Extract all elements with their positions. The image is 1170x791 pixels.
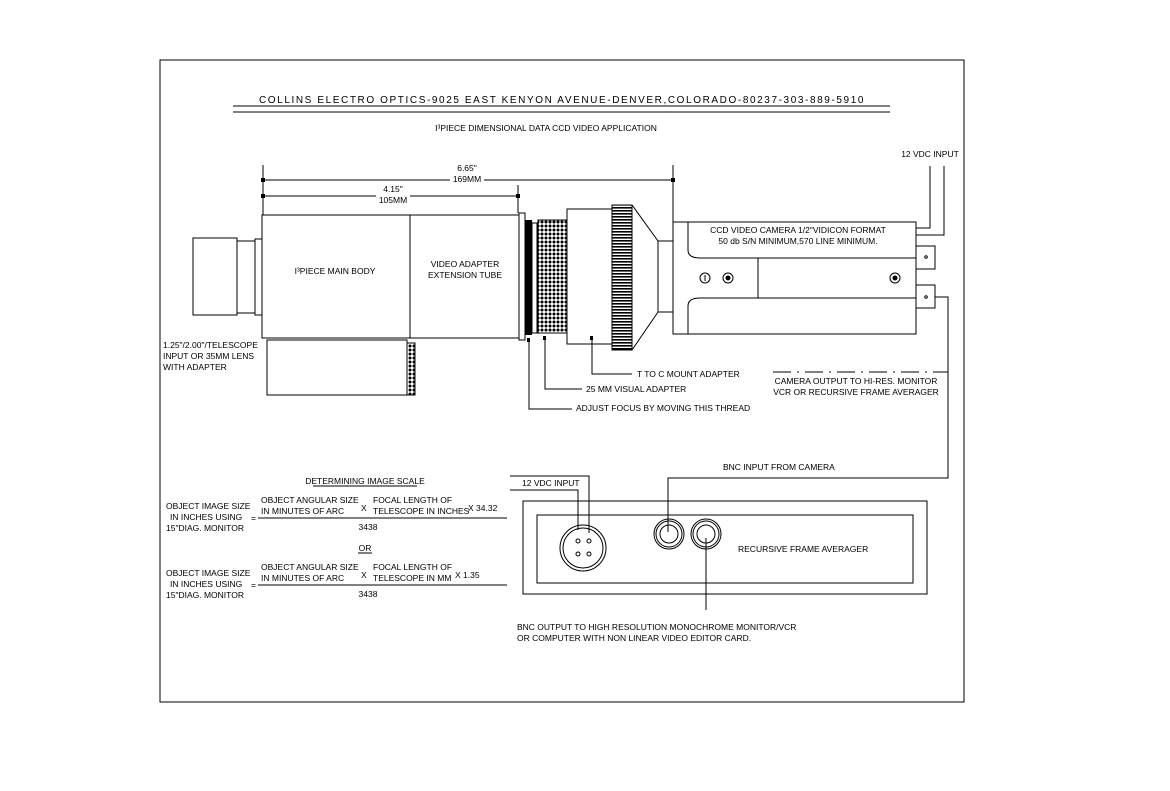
camera-label-2: 50 db S/N MINIMUM,570 LINE MINIMUM. xyxy=(718,236,877,246)
svg-text:4.15": 4.15" xyxy=(383,184,403,194)
svg-text:=: = xyxy=(251,580,256,590)
svg-text:169MM: 169MM xyxy=(453,174,481,184)
dimension-overall: 6.65" 169MM xyxy=(261,162,675,222)
svg-text:15"DIAG. MONITOR: 15"DIAG. MONITOR xyxy=(166,523,244,533)
visual-adapter-label: 25 MM VISUAL ADAPTER xyxy=(586,384,686,394)
camera-vdc-label: 12 VDC INPUT xyxy=(901,149,959,159)
camera-output-label-2: VCR OR RECURSIVE FRAME AVERAGER xyxy=(773,387,939,397)
visual-adapter xyxy=(537,219,568,334)
drawing-subtitle: I³PIECE DIMENSIONAL DATA CCD VIDEO APPLI… xyxy=(435,123,657,133)
svg-text:OBJECT ANGULAR SIZE: OBJECT ANGULAR SIZE xyxy=(261,562,359,572)
bnc-output-label-1: BNC OUTPUT TO HIGH RESOLUTION MONOCHROME… xyxy=(517,622,796,632)
input-label-1: 1.25"/2.00"/TELESCOPE xyxy=(163,340,258,350)
svg-text:OBJECT IMAGE SIZE: OBJECT IMAGE SIZE xyxy=(166,501,251,511)
svg-text:TELESCOPE IN MM: TELESCOPE IN MM xyxy=(373,573,451,583)
svg-text:X: X xyxy=(361,570,367,580)
input-label-3: WITH ADAPTER xyxy=(163,362,227,372)
ccd-camera xyxy=(672,221,936,335)
camera-power-wire xyxy=(916,166,931,229)
svg-text:IN MINUTES OF ARC: IN MINUTES OF ARC xyxy=(261,506,344,516)
camera-output-wire xyxy=(667,296,949,532)
lower-attachment xyxy=(266,339,408,396)
t-to-c-label: T TO C MOUNT ADAPTER xyxy=(637,369,740,379)
svg-text:IN INCHES USING: IN INCHES USING xyxy=(170,512,242,522)
focus-label: ADJUST FOCUS BY MOVING THIS THREAD xyxy=(576,403,750,413)
c-mount xyxy=(657,240,674,313)
power-connector xyxy=(559,524,607,572)
svg-text:FOCAL LENGTH OF: FOCAL LENGTH OF xyxy=(373,495,452,505)
company-header: COLLINS ELECTRO OPTICS-9025 EAST KENYON … xyxy=(259,95,865,106)
telescope-input xyxy=(192,237,263,316)
svg-text:RECURSIVE FRAME AVERAGER: RECURSIVE FRAME AVERAGER xyxy=(738,544,868,554)
ext-tube-label-2: EXTENSION TUBE xyxy=(428,270,502,280)
dimension-body: 4.15" 105MM xyxy=(261,184,520,213)
svg-text:6.65": 6.65" xyxy=(457,163,477,173)
svg-text:X 1.35: X 1.35 xyxy=(455,570,480,580)
svg-text:DETERMINING IMAGE SCALE: DETERMINING IMAGE SCALE xyxy=(305,476,425,486)
ext-tube-label-1: VIDEO ADAPTER xyxy=(431,259,500,269)
svg-text:105MM: 105MM xyxy=(379,195,407,205)
svg-text:15"DIAG. MONITOR: 15"DIAG. MONITOR xyxy=(166,590,244,600)
svg-text:OBJECT ANGULAR SIZE: OBJECT ANGULAR SIZE xyxy=(261,495,359,505)
bnc-input-connector xyxy=(653,518,685,550)
camera-output-label-1: CAMERA OUTPUT TO HI-RES. MONITOR xyxy=(775,376,938,386)
averager-vdc-label: 12 VDC INPUT xyxy=(522,478,580,488)
svg-text:=: = xyxy=(251,513,256,523)
drawing-frame xyxy=(159,59,965,703)
camera-label-1: CCD VIDEO CAMERA 1/2"VIDICON FORMAT xyxy=(710,225,886,235)
svg-text:IN MINUTES OF ARC: IN MINUTES OF ARC xyxy=(261,573,344,583)
lower-knurl xyxy=(406,342,416,396)
svg-text:OBJECT IMAGE SIZE: OBJECT IMAGE SIZE xyxy=(166,568,251,578)
recursive-frame-averager: RECURSIVE FRAME AVERAGER xyxy=(522,500,928,595)
svg-text:FOCAL LENGTH OF: FOCAL LENGTH OF xyxy=(373,562,452,572)
body-ring xyxy=(518,212,526,341)
svg-text:3438: 3438 xyxy=(359,589,378,599)
main-body xyxy=(261,214,520,339)
svg-text:X 34.32: X 34.32 xyxy=(468,503,498,513)
focus-thread xyxy=(525,220,532,335)
bnc-input-label: BNC INPUT FROM CAMERA xyxy=(723,462,835,472)
t-to-c-adapter xyxy=(566,208,613,345)
input-label-2: INPUT OR 35MM LENS xyxy=(163,351,254,361)
svg-text:X: X xyxy=(361,503,367,513)
svg-text:3438: 3438 xyxy=(359,522,378,532)
image-scale-formulas: DETERMINING IMAGE SCALE OBJECT IMAGE SIZ… xyxy=(166,476,507,600)
svg-text:TELESCOPE IN INCHES: TELESCOPE IN INCHES xyxy=(373,506,470,516)
bnc-output-label-2: OR COMPUTER WITH NON LINEAR VIDEO EDITOR… xyxy=(517,633,751,643)
adapter-ring xyxy=(611,204,633,351)
svg-text:OR: OR xyxy=(359,543,372,553)
svg-text:IN INCHES USING: IN INCHES USING xyxy=(170,579,242,589)
main-body-label: I³PIECE MAIN BODY xyxy=(295,266,376,276)
